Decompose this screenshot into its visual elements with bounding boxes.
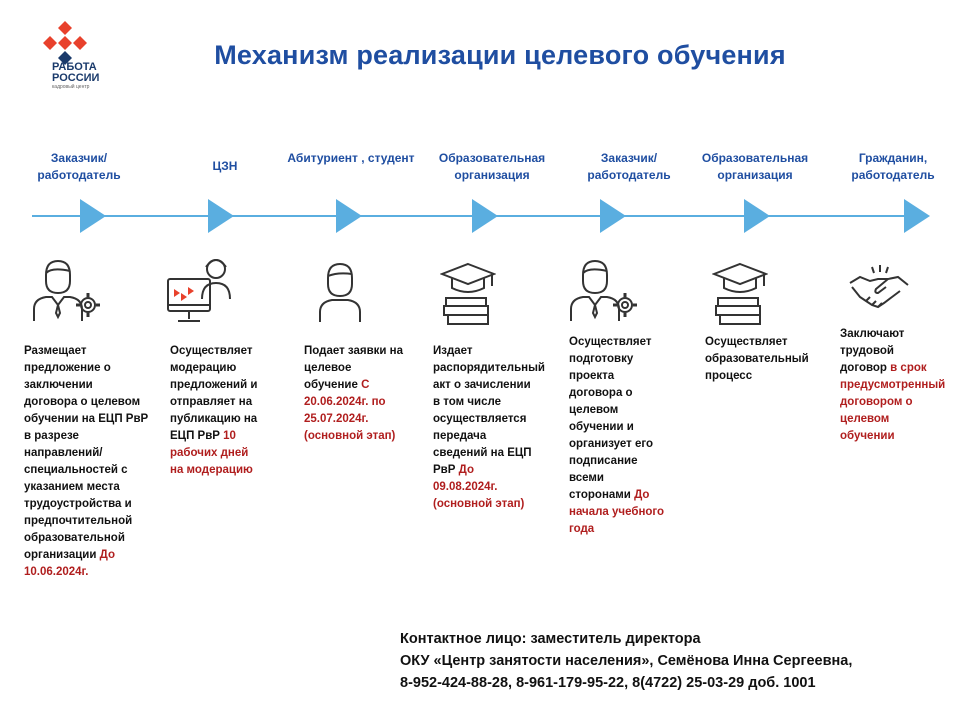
step-head-2: ЦЗН	[212, 159, 238, 173]
step-desc-5-deadline: До начала учебного года	[569, 489, 665, 535]
timeline-arrow-3	[336, 199, 362, 233]
student-icon	[319, 262, 361, 322]
contact-block: Контактное лицо: заместитель директора О…	[400, 628, 852, 694]
step-desc-4: Издает распорядительный акт о зачислении…	[433, 343, 545, 513]
step-desc-7-deadline: в срок предусмотренный договором о целев…	[840, 362, 946, 442]
step-desc-4-deadline: До 09.08.2024г. (основной этап)	[433, 464, 525, 510]
page-title: Механизм реализации целевого обучения	[214, 40, 786, 70]
step-desc-3: Подает заявки на целевое обучение С 20.0…	[304, 343, 408, 445]
step-desc-5: Осуществляет подготовку проекта договора…	[569, 334, 665, 538]
step-desc-6-text: Осуществляет образовательный процесс	[705, 336, 809, 382]
step-desc-3-deadline: С 20.06.2024г. по 25.07.2024г. (основной…	[304, 379, 396, 442]
timeline-arrow-7	[904, 199, 930, 233]
step-desc-2-deadline: 10 рабочих дней на модерацию	[170, 430, 253, 476]
step-desc-3-text: Подает заявки на целевое обучение	[304, 345, 404, 391]
timeline-arrow-2	[208, 199, 234, 233]
step-head-3: Абитуриент , студент	[287, 151, 415, 165]
step-desc-7-text: Заключают трудовой договор	[840, 328, 905, 374]
timeline	[32, 199, 930, 233]
logo-line2: РОССИИ	[52, 72, 100, 84]
rabota-rossii-logo-icon	[43, 21, 87, 65]
employer-icon-2	[570, 259, 637, 321]
step-desc-2-text: Осуществляет модерацию предложений и отп…	[170, 345, 258, 442]
step-head-5: Заказчик/ работодатель	[587, 151, 671, 182]
logo-subtitle: кадровый центр	[52, 84, 90, 90]
timeline-arrow-4	[472, 199, 498, 233]
logo-text: РАБОТА РОССИИ	[52, 62, 99, 84]
step-desc-6: Осуществляет образовательный процесс	[705, 334, 809, 385]
step-desc-7: Заключают трудовой договор в срок предус…	[840, 326, 945, 445]
contact-line-1: Контактное лицо: заместитель директора	[400, 631, 701, 647]
step-head-6: Образовательная организация	[701, 151, 809, 182]
step-head-1: Заказчик/ работодатель	[37, 151, 121, 182]
logo-line1: РАБОТА	[52, 61, 97, 73]
step-head-7: Гражданин, работодатель	[851, 151, 935, 182]
contact-line-2: ОКУ «Центр занятости населения», Семёнов…	[400, 653, 853, 669]
timeline-arrow-6	[744, 199, 770, 233]
contact-line-3: 8-952-424-88-28, 8-961-179-95-22, 8(4722…	[400, 675, 816, 691]
step-desc-2: Осуществляет модерацию предложений и отп…	[170, 343, 262, 479]
graduation-books-icon-2	[712, 262, 768, 325]
step-desc-4-text: Издает распорядительный акт о зачислении…	[433, 345, 545, 476]
handshake-icon	[849, 265, 909, 309]
step-desc-5-text: Осуществляет подготовку проекта договора…	[569, 336, 654, 501]
timeline-arrow-1	[80, 199, 106, 233]
step-head-4: Образовательная организация	[438, 151, 546, 182]
computer-operator-icon	[167, 259, 231, 322]
step-desc-1-text: Размещает предложение о заключении догов…	[24, 345, 149, 561]
step-desc-1: Размещает предложение о заключении догов…	[24, 343, 149, 581]
employer-icon	[33, 259, 100, 321]
step-desc-1-deadline: До 10.06.2024г.	[24, 549, 115, 578]
timeline-arrow-5	[600, 199, 626, 233]
graduation-books-icon	[440, 262, 496, 325]
